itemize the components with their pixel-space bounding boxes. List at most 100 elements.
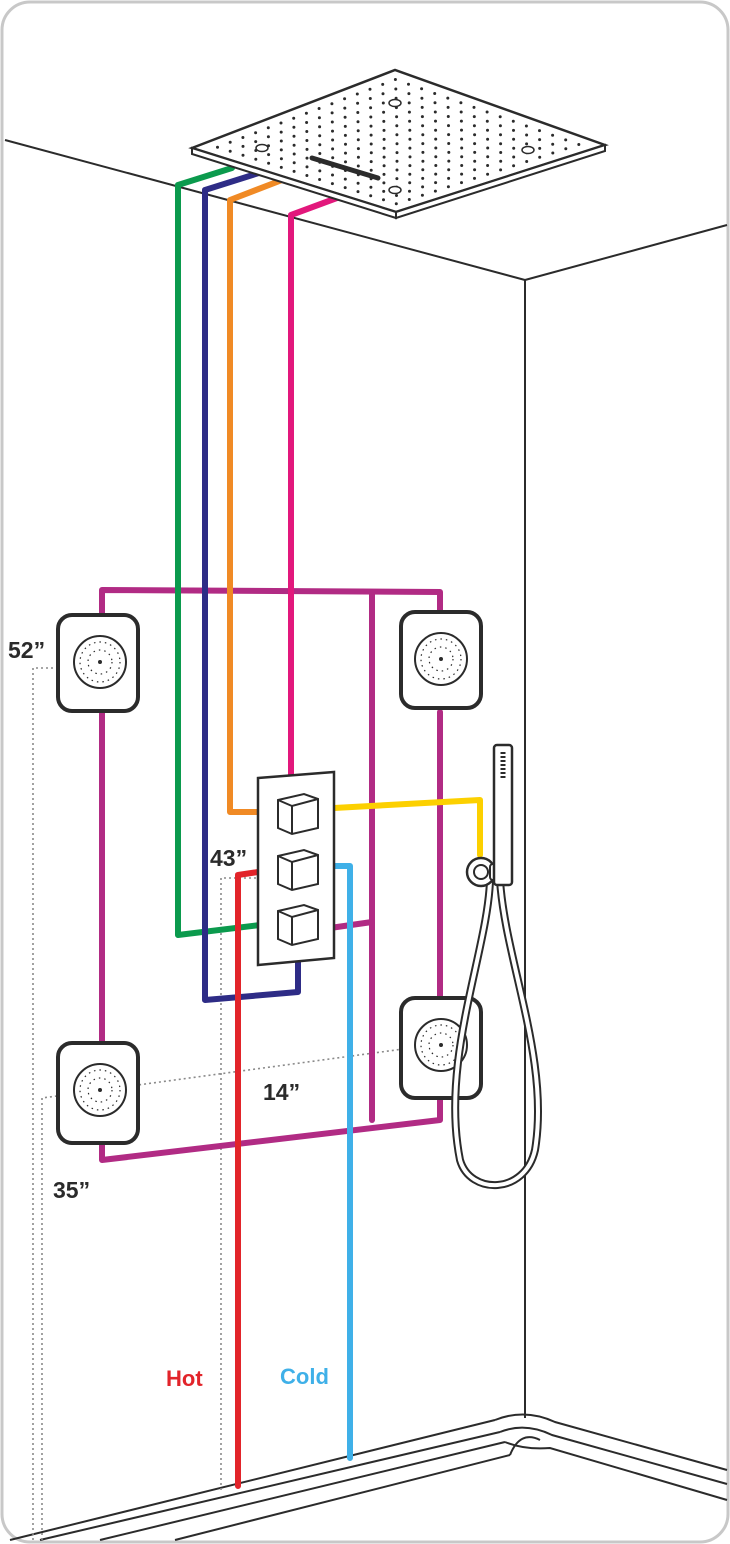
rain-shower-nozzle [254, 131, 258, 135]
ceiling-edge-right [524, 224, 728, 281]
rain-shower-nozzle [381, 92, 385, 96]
rain-shower-nozzle [407, 110, 411, 114]
rain-shower-nozzle [369, 194, 373, 198]
rain-shower-nozzle [447, 168, 451, 172]
rain-shower-nozzle [241, 136, 245, 139]
rain-shower-nozzle [369, 177, 373, 181]
rain-shower-nozzle [382, 110, 386, 114]
rain-shower-nozzle [434, 119, 437, 123]
rain-shower-nozzle [344, 142, 347, 146]
rain-shower-nozzle [473, 150, 477, 154]
rain-shower-nozzle [498, 115, 502, 119]
rain-shower-nozzle [318, 152, 322, 155]
rain-shower-nozzle [292, 152, 296, 156]
body-jet-lower-left [56, 1041, 140, 1145]
rain-shower-nozzles [216, 78, 581, 206]
rain-shower-nozzle [369, 168, 373, 172]
rain-shower-nozzle [344, 151, 347, 155]
rain-shower-nozzle [395, 115, 399, 119]
rain-shower-nozzle [356, 173, 360, 177]
rain-shower-nozzle [356, 164, 360, 168]
thermostatic-valve [256, 770, 336, 967]
rain-shower-nozzle [486, 164, 490, 167]
rain-shower-nozzle [356, 138, 360, 142]
rain-shower-nozzle [305, 147, 309, 151]
rain-shower-nozzle [421, 168, 425, 172]
rain-shower-nozzle [279, 121, 283, 125]
rain-shower-nozzle [551, 151, 555, 155]
rain-shower-nozzle [447, 133, 451, 137]
rain-shower-nozzle [356, 120, 360, 124]
rain-shower-nozzle [499, 133, 502, 137]
rain-shower-nozzle [460, 146, 464, 150]
rain-shower-nozzle [381, 101, 385, 105]
rain-shower-nozzle [486, 146, 490, 150]
rain-shower-nozzle [394, 202, 398, 206]
rain-shower-nozzle [331, 156, 335, 160]
rain-shower-nozzle [395, 142, 399, 146]
dim-guide-43 [220, 877, 258, 1490]
rain-shower-nozzle [355, 92, 359, 96]
rain-shower-nozzle [421, 185, 425, 189]
pipe-purple-lower [99, 1097, 443, 1163]
rain-shower-nozzle [421, 124, 425, 128]
rain-shower-nozzle [407, 92, 411, 96]
rain-shower-nozzle [318, 143, 322, 147]
rain-shower-nozzle [317, 116, 321, 120]
rain-shower-nozzle [472, 105, 476, 109]
rain-shower-nozzle [343, 169, 347, 172]
rain-shower-nozzle [395, 133, 399, 137]
rain-shower-nozzle [369, 106, 373, 110]
rain-shower-nozzle [446, 105, 450, 109]
pipe-hot [235, 869, 261, 1489]
rain-shower-nozzle [318, 125, 322, 129]
rain-shower-nozzle [512, 155, 516, 159]
rain-shower-nozzle [459, 119, 463, 123]
rain-shower-nozzle [472, 124, 476, 128]
rain-shower-nozzle [305, 156, 309, 160]
body-jet-upper-left [56, 613, 140, 713]
dim-guide-52 [32, 667, 62, 1540]
rain-shower-nozzle [421, 159, 425, 163]
rain-shower-nozzle [525, 133, 529, 137]
rain-shower-nozzle [318, 160, 322, 164]
rain-shower-nozzle [356, 190, 360, 194]
hand-shower [451, 743, 542, 1189]
pipe-pink [288, 192, 348, 781]
rain-shower-nozzle [460, 164, 464, 167]
dim-guide-35-14 [41, 1043, 441, 1540]
rain-shower-nozzle [485, 119, 489, 123]
rain-shower-nozzle [459, 101, 463, 105]
rain-shower-nozzle [433, 189, 437, 193]
rain-shower-nozzle [369, 151, 373, 155]
rain-shower-nozzle [486, 155, 490, 159]
rain-shower-nozzle [356, 181, 360, 185]
rain-shower-nozzle [551, 133, 555, 137]
valve-handle-middle [277, 848, 319, 892]
rain-shower-nozzle [408, 146, 412, 150]
rain-shower-nozzle [447, 150, 451, 154]
rain-shower-nozzle [434, 172, 438, 176]
rain-shower-nozzle [395, 168, 399, 172]
rain-shower-nozzle [511, 119, 515, 123]
rain-shower-nozzle [241, 144, 245, 148]
rain-shower-nozzle [525, 160, 529, 163]
rain-shower-nozzle [382, 181, 386, 185]
rain-shower-nozzle [538, 129, 541, 133]
rain-shower-nozzle [267, 161, 271, 165]
rain-shower-nozzle [254, 157, 258, 161]
rain-shower-nozzle [408, 119, 412, 123]
rain-shower-nozzle [292, 116, 296, 120]
rain-shower-nozzle [305, 165, 309, 169]
rain-shower-nozzle [421, 133, 425, 137]
body-jet-upper-right [399, 610, 483, 710]
rain-shower-nozzle [343, 115, 347, 119]
rain-shower-nozzle [460, 155, 464, 159]
rain-shower-nozzle [382, 146, 386, 150]
rain-shower-nozzle [473, 159, 477, 163]
rain-shower-waterfall-slot [309, 155, 381, 181]
rain-shower-nozzle [407, 82, 410, 86]
rain-shower-nozzle [577, 143, 581, 146]
rain-shower-nozzle [292, 143, 296, 147]
rain-shower-nozzle [279, 130, 283, 134]
